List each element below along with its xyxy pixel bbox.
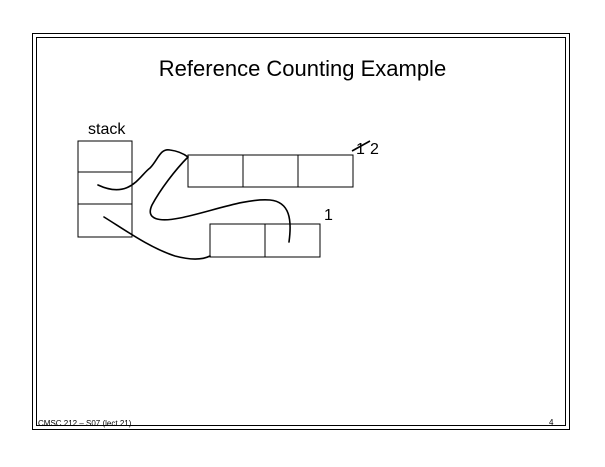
stack-label: stack [88, 121, 126, 138]
upper-object-cell-2 [242, 154, 299, 188]
slide-outer-border [32, 33, 570, 430]
lower-object-refcount: 1 [324, 207, 333, 224]
upper-heap-object [187, 154, 354, 188]
pointer-upper-object-to-lower-object [149, 156, 291, 243]
slide-inner-border [36, 37, 566, 426]
slide-title: Reference Counting Example [158, 56, 447, 81]
page-number: 4 [549, 418, 554, 427]
upper-object-new-refcount: 2 [370, 141, 379, 158]
pointer-stack-bottom-to-lower-object [103, 216, 211, 260]
lower-heap-object [209, 223, 321, 258]
stack-cell-bottom [77, 203, 133, 238]
footer-course-label: CMSC 212 – S07 (lect 21) [38, 419, 132, 428]
pointer-stack-middle-to-upper-object [97, 149, 189, 191]
upper-object-cell-3 [297, 154, 354, 188]
upper-object-old-refcount: 1 [356, 141, 365, 158]
stack-cell-top [77, 140, 133, 173]
lower-object-cell-1 [209, 223, 266, 258]
lower-object-cell-2 [264, 223, 321, 258]
upper-object-cell-1 [187, 154, 244, 188]
refcount-strikethrough [351, 140, 371, 152]
stack [77, 140, 133, 238]
